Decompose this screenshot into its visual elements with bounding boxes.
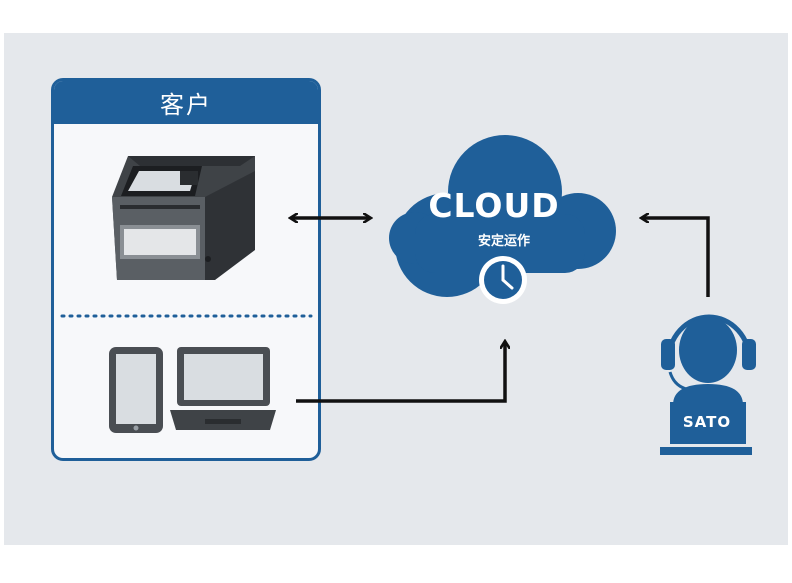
cloud-subtitle: 安定运作: [477, 234, 530, 249]
cloud-icon: [389, 135, 616, 297]
devices-cloud-arrow: [296, 343, 505, 403]
support-label: SATO: [682, 413, 732, 431]
laptop-icon: [170, 347, 276, 430]
cloud-title: CLOUD: [428, 186, 560, 225]
tablet-icon: [109, 347, 163, 433]
customer-header: 客户: [54, 81, 318, 124]
headset-agent-icon: [660, 314, 756, 455]
customer-title: 客户: [160, 91, 212, 119]
support-cloud-arrow: [643, 218, 710, 297]
clock-icon: [479, 256, 527, 304]
printer-icon: [112, 156, 255, 280]
